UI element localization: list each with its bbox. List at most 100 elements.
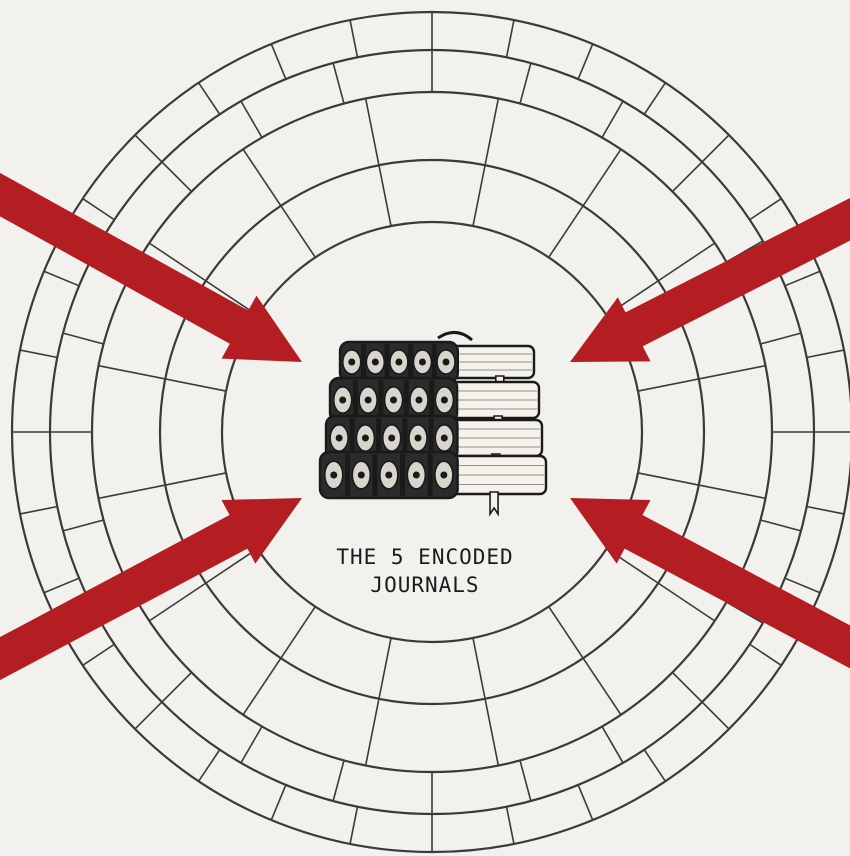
- grid-spoke: [644, 750, 665, 782]
- grid-spoke: [350, 807, 357, 844]
- grid-spoke: [162, 162, 192, 192]
- grid-spoke: [63, 520, 104, 531]
- grid-spoke: [366, 699, 379, 766]
- ornament-dot: [441, 397, 448, 404]
- grid-spoke: [83, 644, 115, 665]
- ornament-dot: [390, 397, 397, 404]
- grid-spoke: [520, 63, 531, 104]
- grid-spoke: [165, 379, 226, 391]
- grid-spoke: [644, 83, 665, 115]
- grid-spoke: [379, 165, 391, 226]
- ornament-dot: [441, 435, 448, 442]
- grid-spoke: [20, 350, 57, 357]
- ornament-dot: [415, 435, 422, 442]
- ornament-dot: [388, 435, 395, 442]
- grid-spoke: [578, 785, 593, 820]
- spine-band: [353, 380, 358, 420]
- grid-spoke: [785, 271, 820, 286]
- grid-spoke: [63, 333, 104, 344]
- grid-spoke: [485, 99, 498, 166]
- grid-spoke: [638, 473, 699, 485]
- grid-spoke: [199, 83, 220, 115]
- ornament-dot: [415, 397, 422, 404]
- grid-spoke: [699, 366, 766, 379]
- grid-spoke: [281, 607, 315, 659]
- ornament-dot: [440, 472, 447, 479]
- grid-spoke: [760, 333, 801, 344]
- ornament-dot: [348, 359, 355, 366]
- grid-spoke: [165, 473, 226, 485]
- grid-spoke: [485, 699, 498, 766]
- ornament-dot: [419, 359, 426, 366]
- ornament-dot: [372, 359, 379, 366]
- grid-spoke: [333, 63, 344, 104]
- ornament-dot: [443, 359, 450, 366]
- grid-spoke: [750, 644, 782, 665]
- grid-spoke: [99, 366, 166, 379]
- spine-band: [400, 454, 405, 496]
- grid-spoke: [44, 271, 79, 286]
- grid-spoke: [602, 101, 623, 137]
- book-clasp: [438, 332, 472, 340]
- grid-spoke: [578, 44, 593, 79]
- grid-spoke: [99, 485, 166, 498]
- grid-spoke: [199, 750, 220, 782]
- grid-spoke: [602, 726, 623, 762]
- grid-spoke: [281, 206, 315, 258]
- journal-book: [320, 452, 546, 514]
- ornament-dot: [362, 435, 369, 442]
- grid-spoke: [702, 702, 729, 729]
- spine-band: [361, 344, 366, 380]
- red-arrow: [554, 157, 850, 394]
- grid-spoke: [672, 672, 702, 702]
- book-stack-icon: [320, 332, 546, 514]
- grid-spoke: [520, 760, 531, 801]
- caption-line-1: THE 5 ENCODED: [0, 544, 850, 570]
- grid-spoke: [672, 162, 702, 192]
- grid-spoke: [379, 638, 391, 699]
- grid-spoke: [750, 199, 782, 220]
- spine-band: [408, 344, 413, 380]
- grid-spoke: [271, 785, 286, 820]
- ornament-dot: [413, 472, 420, 479]
- grid-spoke: [583, 658, 621, 715]
- grid-spoke: [83, 199, 115, 220]
- ornament-dot: [385, 472, 392, 479]
- grid-spoke: [507, 20, 514, 57]
- ornament-dot: [339, 397, 346, 404]
- grid-spoke: [807, 507, 844, 514]
- grid-spoke: [507, 807, 514, 844]
- spine-band: [429, 380, 434, 420]
- spine-band: [404, 380, 409, 420]
- ornament-dot: [336, 435, 343, 442]
- spine-band: [378, 380, 383, 420]
- grid-spoke: [549, 607, 583, 659]
- grid-spoke: [702, 135, 729, 162]
- grid-spoke: [241, 101, 262, 137]
- grid-spoke: [583, 149, 621, 206]
- grid-spoke: [807, 350, 844, 357]
- grid-spoke: [333, 760, 344, 801]
- spine-band: [345, 454, 350, 496]
- grid-spoke: [699, 485, 766, 498]
- grid-spoke: [473, 638, 485, 699]
- grid-spoke: [760, 520, 801, 531]
- grid-spoke: [135, 135, 162, 162]
- grid-spoke: [366, 99, 379, 166]
- grid-spoke: [20, 507, 57, 514]
- bookmark-ribbon: [490, 492, 498, 514]
- grid-spoke: [243, 149, 281, 206]
- ornament-dot: [365, 397, 372, 404]
- caption-line-2: JOURNALS: [0, 572, 850, 598]
- ornament-dot: [395, 359, 402, 366]
- spine-band: [373, 454, 378, 496]
- spine-band: [428, 454, 433, 496]
- grid-spoke: [549, 206, 583, 258]
- grid-spoke: [135, 702, 162, 729]
- grid-spoke: [638, 379, 699, 391]
- grid-spoke: [350, 20, 357, 57]
- ornament-dot: [330, 472, 337, 479]
- spine-band: [432, 344, 437, 380]
